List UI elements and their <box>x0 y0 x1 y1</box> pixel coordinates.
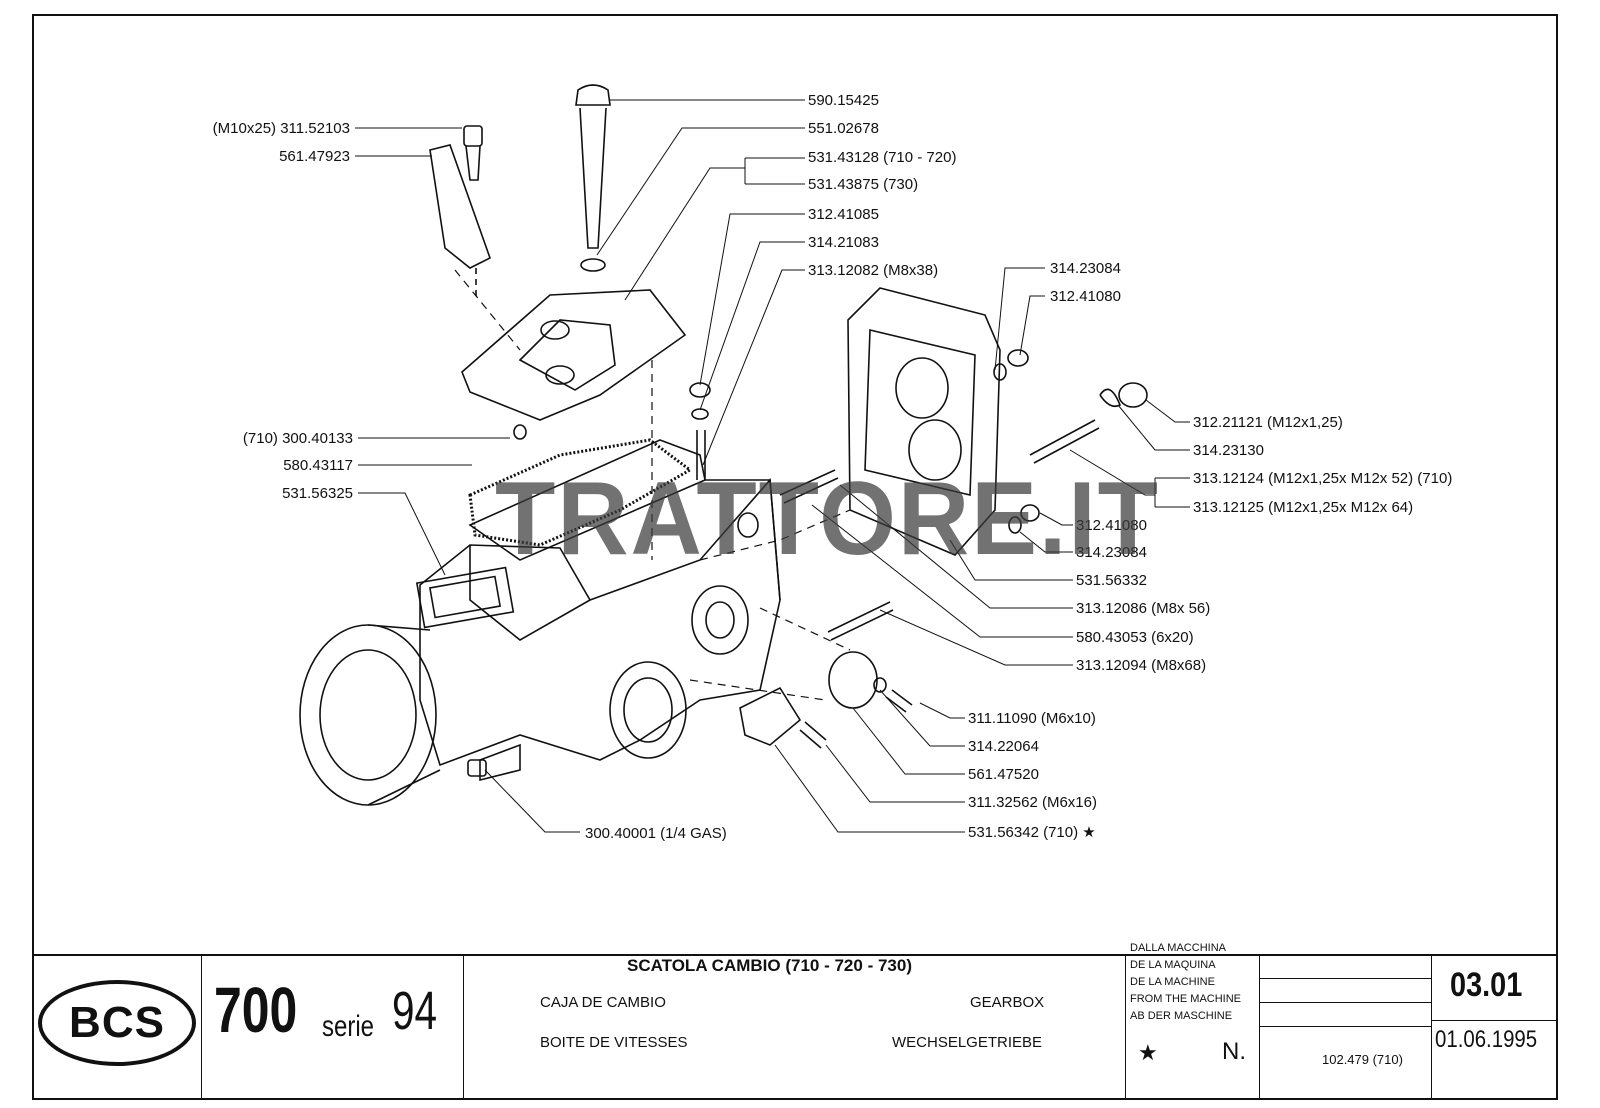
part-label-l5: 531.56325 <box>282 485 353 502</box>
gasket <box>468 438 693 547</box>
sheet-divider <box>1432 1020 1558 1021</box>
part-label-r23: 311.32562 (M6x16) <box>968 794 1097 811</box>
bracket <box>429 125 491 300</box>
part-label-l3: (710) 300.40133 <box>243 430 353 447</box>
title-en: GEARBOX <box>970 994 1045 1011</box>
part-label-r1: 590.15425 <box>808 92 879 109</box>
sheet-date: 01.06.1995 <box>1435 1026 1538 1053</box>
title-block-top-border <box>32 954 1558 956</box>
label-drain-plug: 300.40001 (1/4 GAS) <box>585 825 727 842</box>
model-cell <box>202 954 464 1100</box>
part-label-r8: 314.23084 <box>1050 260 1121 277</box>
exploded-diagram: (M10x25) 311.52103 561.47923 (710) 300.401… <box>213 84 1452 842</box>
gearbox-housing <box>299 439 781 806</box>
part-label-r19: 313.12094 (M8x68) <box>1076 657 1206 674</box>
number-label: N. <box>1222 1038 1246 1065</box>
part-label-r3: 531.43128 (710 - 720) <box>808 149 956 166</box>
part-label-r11: 314.23130 <box>1193 442 1264 459</box>
model-number: 700 <box>214 974 298 1046</box>
labels-left: (M10x25) 311.52103 561.47923 (710) 300.401… <box>213 120 353 502</box>
part-label-r2: 551.02678 <box>808 120 879 137</box>
part-label-r7: 313.12082 (M8x38) <box>808 262 938 279</box>
side-cover-plate <box>847 287 1001 556</box>
part-label-l1: (M10x25) 311.52103 <box>213 120 350 137</box>
part-label-r9: 312.41080 <box>1050 288 1121 305</box>
part-label-r16: 531.56332 <box>1076 572 1147 589</box>
star-icon: ★ <box>1138 1040 1158 1065</box>
bcs-logo: BCS <box>38 980 196 1066</box>
serie-number: 94 <box>392 981 438 1041</box>
title-es: CAJA DE CAMBIO <box>540 994 666 1011</box>
labels-right: 590.15425 551.02678 531.43128 (710 - 720) 5… <box>808 92 1452 841</box>
alignment-lines <box>454 269 851 701</box>
sheet-number: 03.01 <box>1450 966 1523 1004</box>
drawing-frame <box>32 14 1558 1100</box>
part-label-r15: 314.23084 <box>1076 544 1147 561</box>
part-label-r10: 312.21121 (M12x1,25) <box>1193 414 1343 431</box>
parts-art <box>299 84 1190 833</box>
part-label-r12: 313.12124 (M12x1,25x M12x 52) (710) <box>1193 470 1452 487</box>
part-label-l4: 580.43117 <box>283 457 353 474</box>
part-label-r14: 312.41080 <box>1076 517 1147 534</box>
part-label-r6: 314.21083 <box>808 234 879 251</box>
part-label-r4: 531.43875 (730) <box>808 176 918 193</box>
part-label-r13: 313.12125 (M12x1,25x M12x 64) <box>1193 499 1413 516</box>
logo-cell: BCS <box>32 954 202 1100</box>
sheet-title: SCATOLA CAMBIO (710 - 720 - 730) <box>627 956 912 975</box>
part-label-r21: 314.22064 <box>968 738 1039 755</box>
title-fr: BOITE DE VITESSES <box>540 1034 688 1051</box>
title-cell <box>464 954 1126 1100</box>
part-label-r22: 561.47520 <box>968 766 1039 783</box>
part-label-r5: 312.41085 <box>808 206 879 223</box>
from-machine-labels: DALLA MACCHINA DE LA MAQUINA DE LA MACHI… <box>1130 942 1242 1022</box>
part-label-r17: 313.12086 (M8x 56) <box>1076 600 1210 617</box>
part-label-l2: 561.47923 <box>279 148 350 165</box>
serie-label: serie <box>322 1010 375 1043</box>
part-label-r20: 311.11090 (M6x10) <box>968 710 1096 727</box>
lever-shaft <box>575 84 611 272</box>
top-cover <box>461 289 687 421</box>
from-machine-cell <box>1126 954 1260 1100</box>
document-reference: 102.479 (710) <box>1322 1052 1403 1067</box>
title-block: BCS 700 serie 94 SCATOLA CAMBIO (710 - 7… <box>32 942 1558 1100</box>
reference-grid <box>1260 954 1432 1100</box>
part-label-r24: 531.56342 (710) ★ <box>968 824 1096 841</box>
leader-lines <box>355 99 1190 833</box>
part-label-r18: 580.43053 (6x20) <box>1076 629 1194 646</box>
title-de: WECHSELGETRIEBE <box>892 1034 1043 1051</box>
